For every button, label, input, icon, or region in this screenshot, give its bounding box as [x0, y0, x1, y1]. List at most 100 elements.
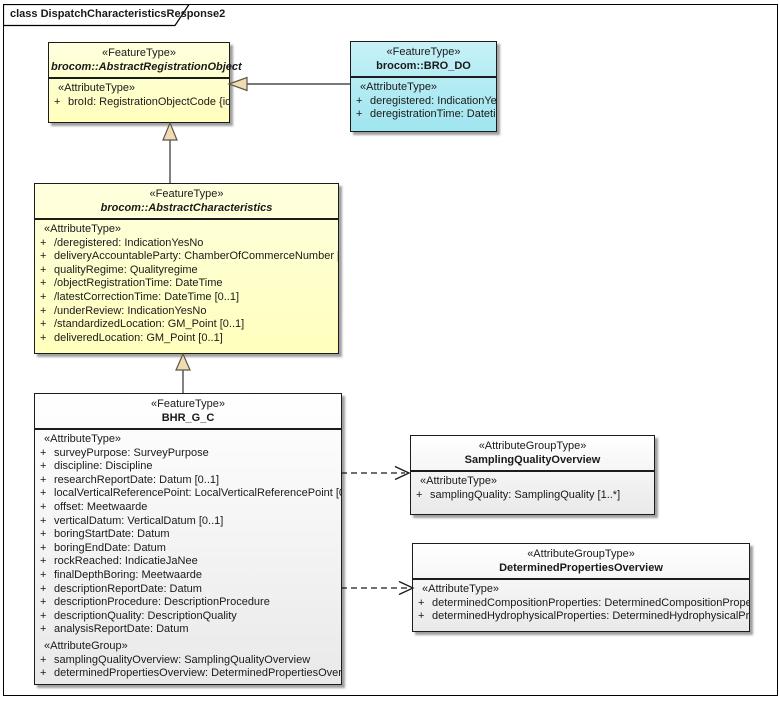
attributes-compartment: «AttributeType» + samplingQuality: Sampl…: [411, 470, 654, 514]
attribute-row: + finalDepthBoring: Meetwaarde: [35, 569, 339, 583]
attribute-row: + samplingQuality: SamplingQuality [1..*…: [411, 489, 652, 503]
visibility-marker: +: [40, 541, 47, 554]
attribute-row: + determinedHydrophysicalProperties: Det…: [413, 610, 749, 624]
class-sampling-quality-overview[interactable]: «AttributeGroupType» SamplingQualityOver…: [410, 435, 655, 515]
visibility-marker: +: [40, 623, 47, 636]
attributes-compartment: «AttributeType» + determinedCompositionP…: [413, 578, 749, 631]
attribute-row: + /standardizedLocation: GM_Point [0..1]: [35, 318, 336, 332]
attribute-row: + discipline: Discipline: [35, 460, 339, 474]
class-header: «FeatureType» brocom::BRO_DO: [351, 42, 496, 76]
visibility-marker: +: [40, 528, 47, 541]
attribute-row: + deliveryAccountableParty: ChamberOfCom…: [35, 250, 338, 264]
attribute-row: + /deregistered: IndicationYesNo: [35, 237, 336, 251]
attribute-group-label: «AttributeType»: [360, 81, 438, 93]
attribute-row: + boringStartDate: Datum: [35, 528, 339, 542]
visibility-marker: +: [40, 582, 47, 595]
attribute-text: samplingQuality: SamplingQuality [1..*]: [430, 488, 621, 501]
attribute-text: /objectRegistrationTime: DateTime: [54, 277, 223, 290]
visibility-marker: +: [40, 304, 47, 317]
attributes-compartment: «AttributeType» + /deregistered: Indicat…: [35, 218, 338, 353]
visibility-marker: +: [40, 331, 47, 344]
class-name: DeterminedPropertiesOverview: [499, 562, 663, 574]
visibility-marker: +: [40, 263, 47, 276]
attribute-row: + deregistered: IndicationYesNo: [351, 94, 496, 109]
visibility-marker: +: [40, 277, 47, 290]
class-header: «AttributeGroupType» DeterminedPropertie…: [413, 544, 749, 578]
attribute-text: analysisReportDate: Datum: [54, 623, 189, 636]
diagram-frame: [3, 4, 778, 696]
class-abstract-registration-object[interactable]: «FeatureType» brocom::AbstractRegistrati…: [48, 42, 242, 123]
attribute-text: determinedPropertiesOverview: Determined…: [54, 667, 341, 680]
attribute-text: boringEndDate: Datum: [54, 541, 166, 554]
attribute-row: + determinedCompositionProperties: Deter…: [413, 596, 749, 611]
attribute-text: localVerticalReferencePoint: LocalVertic…: [54, 487, 341, 500]
attribute-row: + localVerticalReferencePoint: LocalVert…: [35, 487, 341, 501]
visibility-marker: +: [356, 94, 363, 107]
visibility-marker: +: [40, 596, 47, 609]
attribute-text: verticalDatum: VerticalDatum [0..1]: [54, 514, 224, 527]
attribute-row: + samplingQualityOverview: SamplingQuali…: [35, 654, 339, 668]
class-header: «FeatureType» brocom::AbstractRegistrati…: [49, 43, 242, 77]
stereotype-label: «FeatureType»: [151, 398, 225, 410]
attribute-text: determinedCompositionProperties: Determi…: [432, 596, 749, 609]
class-name: brocom::AbstractRegistrationObject: [51, 61, 242, 73]
visibility-marker: +: [40, 568, 47, 581]
visibility-marker: +: [54, 95, 61, 108]
class-name: brocom::AbstractCharacteristics: [100, 202, 273, 214]
attribute-text: descriptionReportDate: Datum: [54, 582, 202, 595]
attribute-text: deliveredLocation: GM_Point [0..1]: [54, 331, 223, 344]
attribute-row: + researchReportDate: Datum [0..1]: [35, 474, 339, 488]
attributes-compartment: «AttributeType» + surveyPurpose: SurveyP…: [35, 428, 341, 684]
stereotype-label: «FeatureType»: [102, 47, 176, 59]
attribute-text: discipline: Discipline: [54, 460, 153, 473]
attribute-text: samplingQualityOverview: SamplingQuality…: [54, 653, 311, 666]
visibility-marker: +: [418, 610, 425, 623]
attribute-text: deregistered: IndicationYesNo: [370, 94, 496, 107]
attribute-group-label: «AttributeType»: [58, 82, 136, 94]
visibility-marker: +: [40, 290, 47, 303]
attribute-row: + /underReview: IndicationYesNo: [35, 305, 336, 319]
attribute-row: + descriptionReportDate: Datum: [35, 583, 339, 597]
class-determined-properties-overview[interactable]: «AttributeGroupType» DeterminedPropertie…: [412, 543, 750, 632]
attribute-row: + /objectRegistrationTime: DateTime: [35, 277, 336, 291]
attribute-text: descriptionQuality: DescriptionQuality: [54, 609, 237, 622]
attribute-row: + analysisReportDate: Datum: [35, 623, 339, 637]
attribute-group-label: «AttributeType»: [422, 583, 500, 595]
attribute-row: + rockReached: IndicatieJaNee: [35, 555, 339, 569]
attribute-text: /latestCorrectionTime: DateTime [0..1]: [54, 290, 240, 303]
visibility-marker: +: [40, 236, 47, 249]
class-bro-do[interactable]: «FeatureType» brocom::BRO_DO «AttributeT…: [350, 41, 497, 132]
attribute-group-label: «AttributeType»: [44, 433, 122, 445]
visibility-marker: +: [40, 487, 47, 500]
title-tab-shape: [3, 4, 191, 27]
attribute-group-label: «AttributeType»: [44, 223, 122, 235]
visibility-marker: +: [40, 250, 47, 263]
attribute-row: + surveyPurpose: SurveyPurpose: [35, 447, 339, 461]
class-bhr-g-c[interactable]: «FeatureType» BHR_G_C «AttributeType» + …: [34, 393, 342, 685]
attribute-text: broId: RegistrationObjectCode {id}: [68, 95, 229, 108]
visibility-marker: +: [40, 653, 47, 666]
visibility-marker: +: [40, 609, 47, 622]
attribute-text: surveyPurpose: SurveyPurpose: [54, 446, 209, 459]
visibility-marker: +: [416, 488, 423, 501]
attribute-text: /underReview: IndicationYesNo: [54, 304, 207, 317]
attribute-row: + broId: RegistrationObjectCode {id}: [49, 95, 229, 110]
class-abstract-characteristics[interactable]: «FeatureType» brocom::AbstractCharacteri…: [34, 183, 339, 354]
visibility-marker: +: [40, 318, 47, 331]
visibility-marker: +: [40, 500, 47, 513]
stereotype-label: «AttributeGroupType»: [527, 548, 635, 560]
attribute-text: finalDepthBoring: Meetwaarde: [54, 568, 202, 581]
visibility-marker: +: [40, 446, 47, 459]
visibility-marker: +: [356, 108, 363, 121]
visibility-marker: +: [40, 514, 47, 527]
attribute-row: + boringEndDate: Datum: [35, 542, 339, 556]
attribute-text: determinedHydrophysicalProperties: Deter…: [432, 610, 749, 623]
attribute-row: + /latestCorrectionTime: DateTime [0..1]: [35, 291, 336, 305]
attribute-text: qualityRegime: Qualityregime: [54, 263, 198, 276]
attributes-compartment: «AttributeType» + deregistered: Indicati…: [351, 76, 496, 131]
attribute-text: offset: Meetwaarde: [54, 500, 148, 513]
attribute-text: deliveryAccountableParty: ChamberOfComme…: [54, 250, 338, 263]
visibility-marker: +: [40, 667, 47, 680]
attribute-row: + descriptionQuality: DescriptionQuality: [35, 610, 339, 624]
attribute-text: /deregistered: IndicationYesNo: [54, 236, 204, 249]
